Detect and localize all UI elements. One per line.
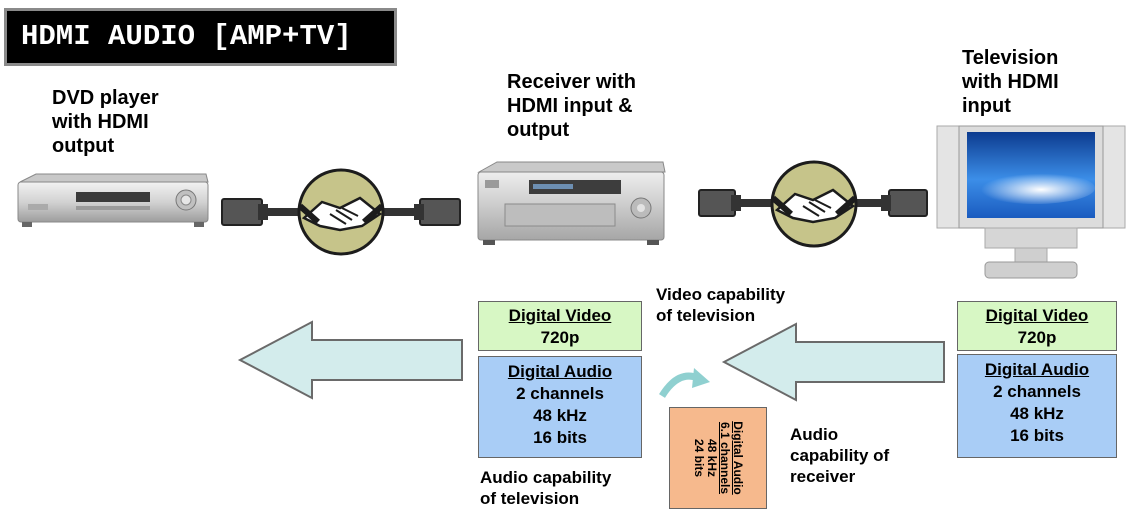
receiver-audio-cap-rate: 48 kHz [705,438,719,478]
television-image [936,125,1126,279]
receiver-image [477,161,666,245]
left-arrow [237,320,463,400]
receiver-audio-heading: Digital Audio [507,362,613,381]
dvd-player-label: DVD player with HDMI output [52,87,159,157]
receiver-audio-cap-heading: Digital Audio [731,421,745,495]
hdmi-cable-handshake-left [221,168,461,256]
hdmi-cable-handshake-right [698,160,928,248]
audio-capability-tv-caption: Audio capability of television [480,468,612,508]
tv-audio-heading: Digital Audio [984,360,1090,379]
receiver-video-value: 720p [540,328,580,347]
receiver-audio-channels: 2 channels [516,384,604,403]
receiver-audio-capability-box: Digital Audio 6.1 channels 48 kHz 24 bit… [669,407,767,509]
receiver-video-box: Digital Video 720p [478,301,642,351]
receiver-audio-cap-bits: 24 bits [692,438,706,477]
receiver-video-heading: Digital Video [508,306,612,325]
receiver-audio-bits: 16 bits [533,428,587,447]
receiver-audio-box: Digital Audio 2 channels 48 kHz 16 bits [478,356,642,458]
video-capability-caption: Video capability of television [656,285,786,325]
dvd-player-image [17,173,209,227]
tv-video-value: 720p [1017,328,1057,347]
receiver-audio-rate: 48 kHz [533,406,587,425]
tv-audio-rate: 48 kHz [1010,404,1064,423]
tv-audio-box: Digital Audio 2 channels 48 kHz 16 bits [957,354,1117,458]
receiver-label: Receiver with HDMI input & output [507,71,636,141]
tv-video-box: Digital Video 720p [957,301,1117,351]
audio-capability-receiver-caption: Audio capability of receiver [790,425,890,486]
page-title: HDMI AUDIO [AMP+TV] [4,8,397,66]
tv-audio-bits: 16 bits [1010,426,1064,445]
tv-audio-channels: 2 channels [993,382,1081,401]
tv-video-heading: Digital Video [985,306,1089,325]
receiver-audio-cap-channels: 6.1 channels [718,421,732,495]
right-arrow [721,322,945,402]
curved-arrow-icon [659,368,710,398]
television-label: Television with HDMI input [962,47,1059,117]
